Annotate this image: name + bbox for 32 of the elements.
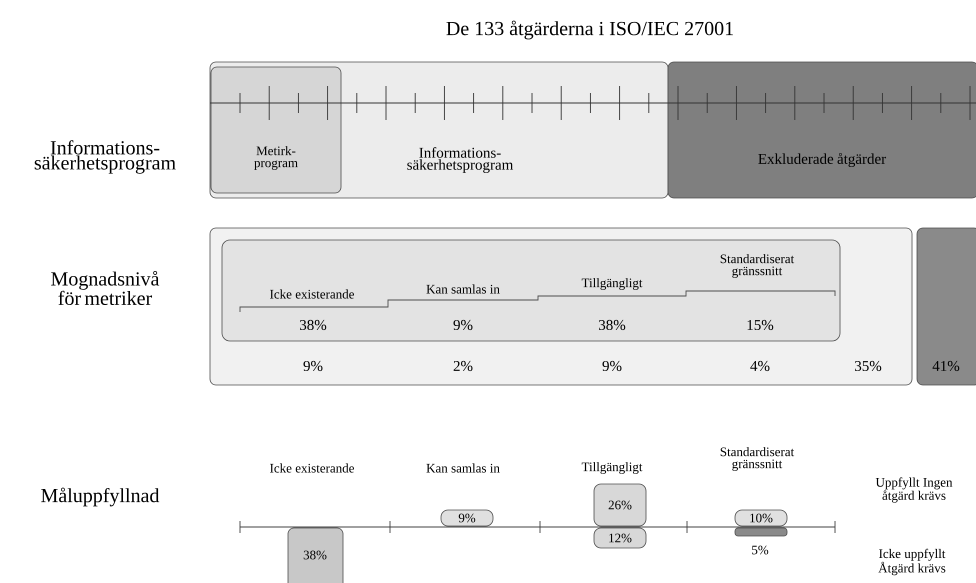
percentage-label: 35%	[855, 360, 882, 372]
percentage-label: 9%	[304, 360, 322, 372]
percentage-label: 2%	[454, 360, 472, 372]
category-label: Icke existerande	[270, 463, 354, 473]
row-label: Måluppfyllnad	[41, 488, 160, 506]
category-label: Kan samlas in	[426, 463, 500, 473]
excluded-box: 41%	[916, 228, 976, 386]
level-label: Tillgängligt	[582, 278, 642, 290]
value-bar	[734, 528, 788, 536]
category-label: Uppfyllt Ingen åtgärd krävs	[876, 477, 952, 503]
value-pill: 12%	[594, 528, 646, 548]
percentage-label: 38%	[598, 320, 626, 330]
percentage-label: 38%	[300, 320, 326, 330]
category-label: Standardiserat gränssnitt	[720, 447, 794, 471]
value-pill: 10%	[734, 510, 788, 526]
value-pill: 26%	[594, 484, 646, 526]
value-pill: 38%	[288, 528, 344, 583]
level-label: Kan samlas in	[426, 284, 500, 294]
program-box: Metirk- program	[210, 66, 342, 194]
percentage-label: 9%	[602, 360, 622, 372]
value-pill: 9%	[440, 510, 494, 526]
row-label: Mognadsnivå för metriker	[51, 270, 160, 306]
level-label: Icke existerande	[270, 289, 354, 299]
excluded-box: Exkluderade åtgärder	[668, 62, 976, 198]
percentage-label: 4%	[750, 360, 770, 372]
row-label: Informations- säkerhetsprogram	[34, 140, 176, 174]
percentage-label: 9%	[454, 320, 472, 330]
level-label: Standardiserat gränssnitt	[720, 254, 794, 278]
percentage-label: 15%	[748, 320, 774, 330]
title: De 133 åtgärderna i ISO/IEC 27001	[446, 20, 733, 40]
percentage-label: 5%	[752, 546, 768, 554]
category-label: Icke uppfyllt Åtgärd krävs	[878, 548, 946, 576]
